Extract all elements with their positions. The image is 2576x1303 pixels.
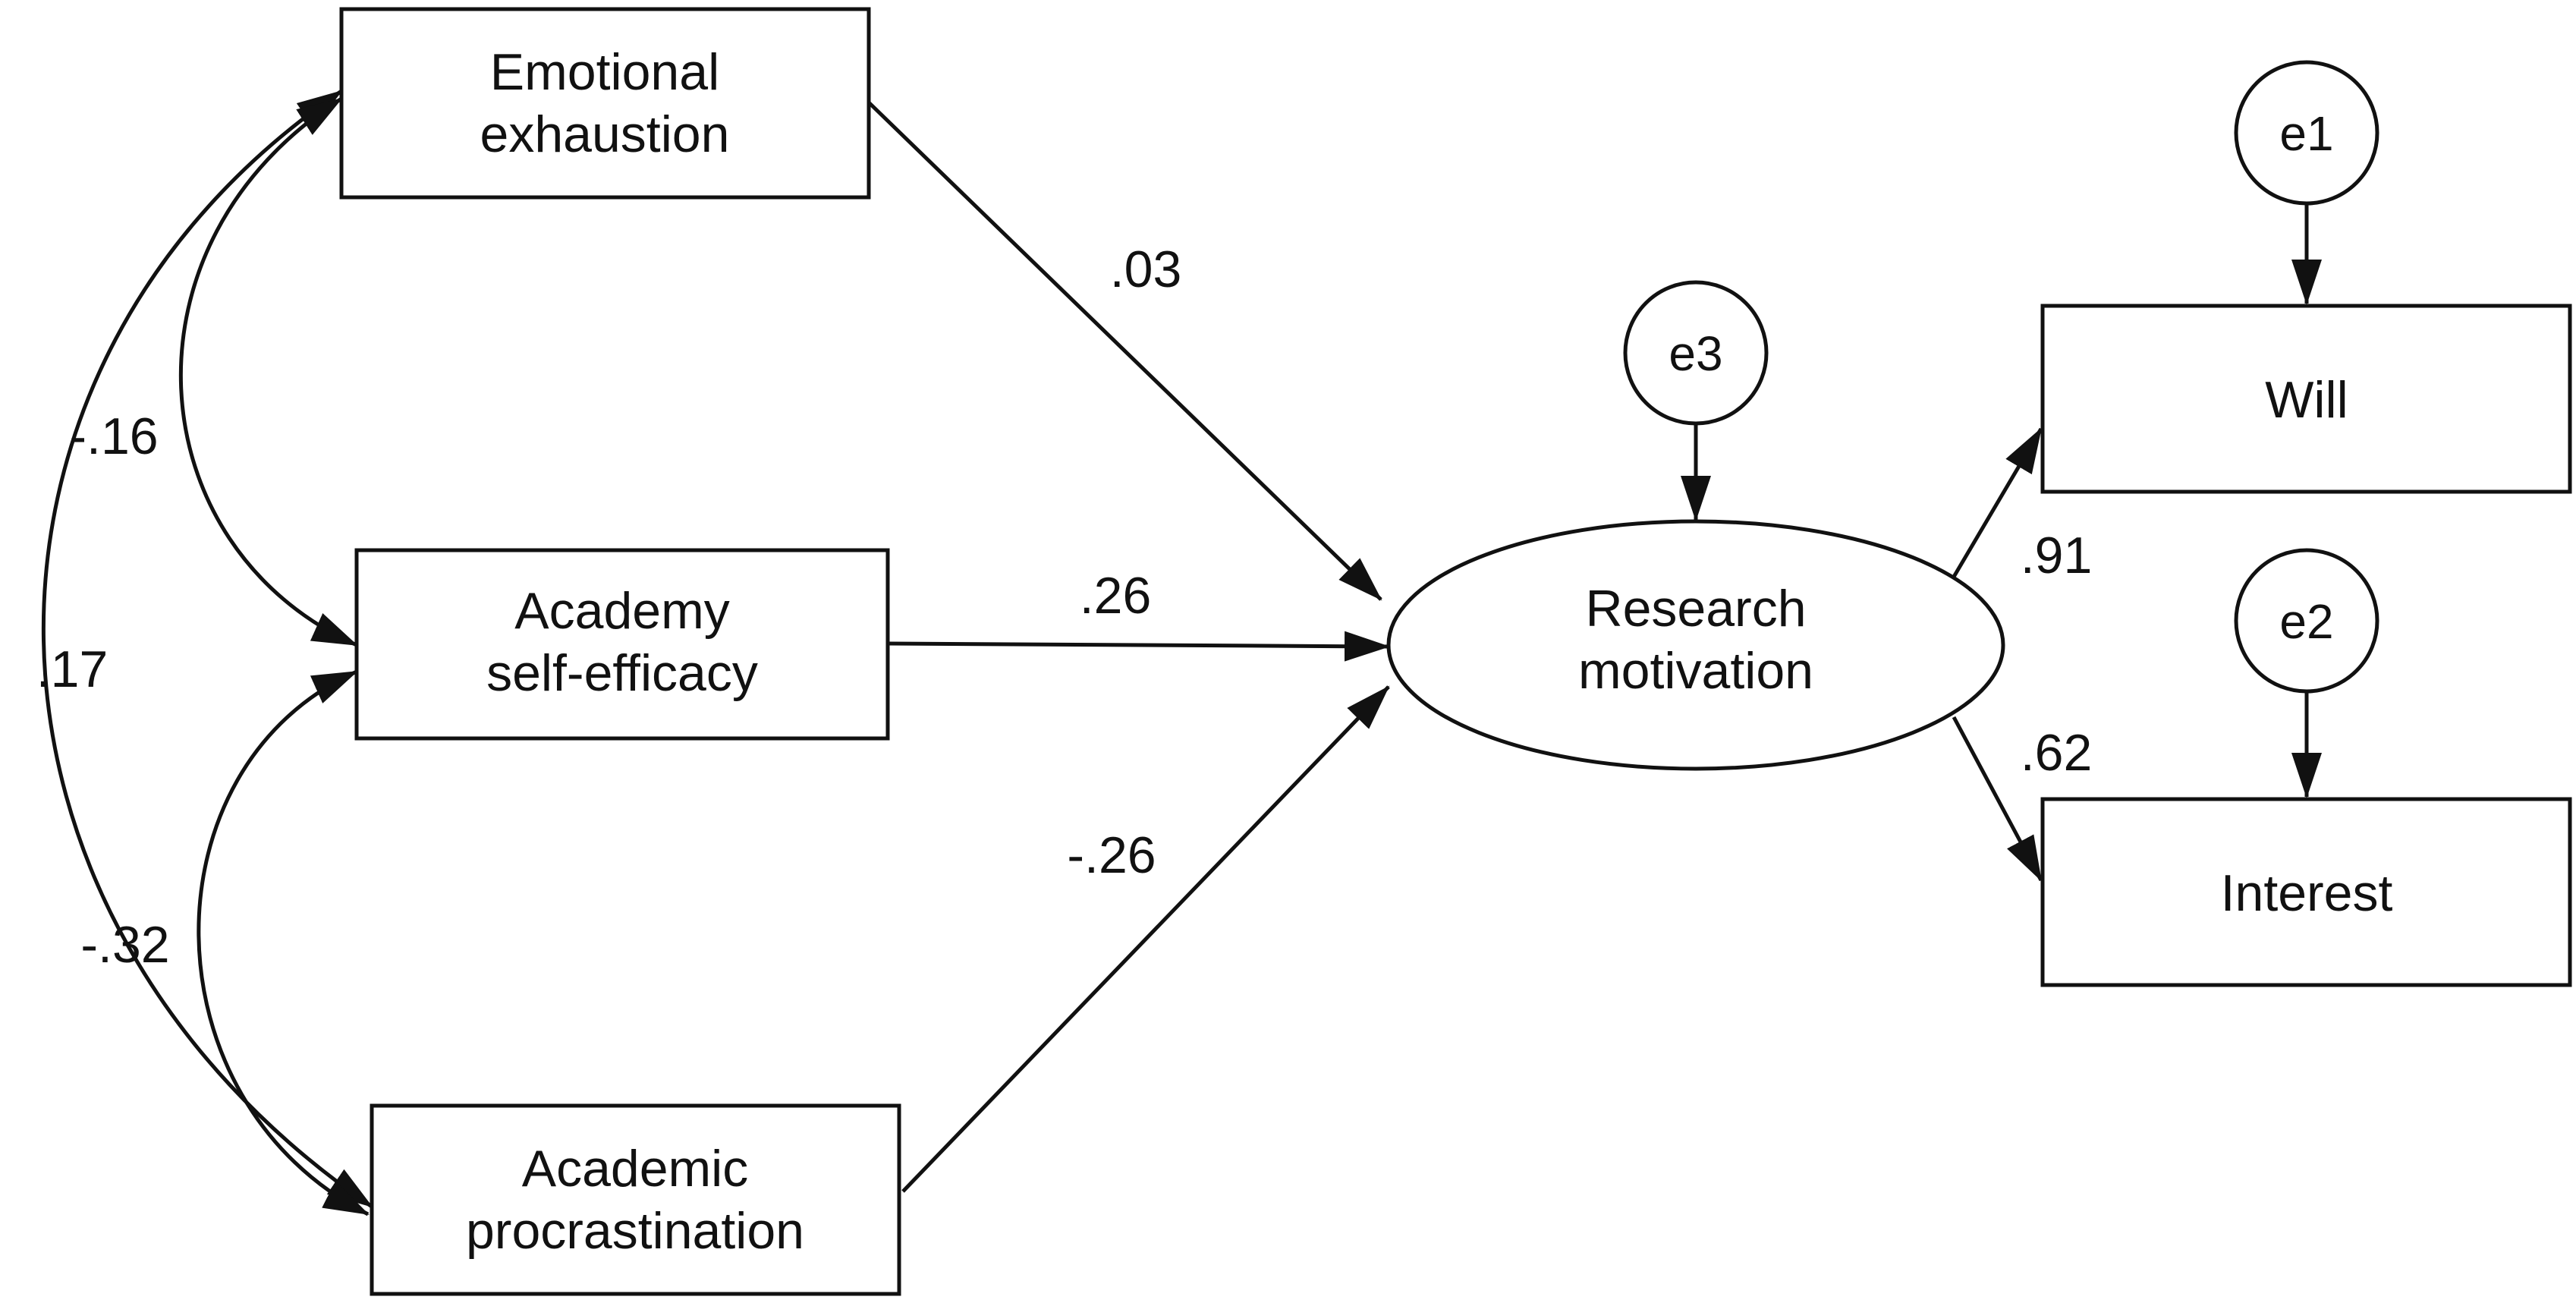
ellipse-research-motivation-label-line1: Research: [1585, 580, 1806, 637]
box-emotional-exhaustion-label-line2: exhaustion: [480, 105, 730, 163]
correlation-curve-exhaustion-self-efficacy: [178, 96, 358, 647]
error-circle-e1: e1: [2234, 60, 2379, 206]
coefficient-motivation-to-will: .91: [2021, 527, 2093, 584]
error-circle-e1-label: e1: [2279, 106, 2333, 161]
error-circle-e3-label: e3: [1669, 326, 1722, 381]
path-self-efficacy-to-motivation: [887, 631, 1390, 662]
box-emotional-exhaustion-label-line1: Emotional: [490, 43, 719, 101]
box-will: Will: [2040, 304, 2572, 494]
error-circle-e2: e2: [2234, 548, 2379, 694]
path-motivation-to-will: [1952, 427, 2043, 578]
coefficient-exhaustion-to-motivation: .03: [1110, 241, 1182, 298]
box-interest-label: Interest: [2221, 864, 2393, 922]
error-circle-e3: e3: [1623, 280, 1769, 426]
ellipse-research-motivation: Research motivation: [1386, 519, 2005, 771]
box-academy-self-efficacy: Academy self-efficacy: [354, 548, 890, 741]
path-motivation-to-interest: [1952, 716, 2043, 882]
box-academic-procrastination-label-line1: Academic: [522, 1140, 749, 1198]
correlation-curve-self-efficacy-procrastination: [197, 669, 370, 1216]
coefficient-motivation-to-interest: .62: [2021, 724, 2093, 782]
coefficient-self-efficacy-to-motivation: .26: [1080, 567, 1152, 625]
path-procrastination-to-motivation: [901, 685, 1390, 1193]
ellipse-research-motivation-label-line2: motivation: [1578, 642, 1813, 700]
correlation-label-self-efficacy-procrastination: -.32: [80, 916, 169, 974]
correlation-curve-exhaustion-procrastination: [42, 89, 373, 1209]
box-emotional-exhaustion: Emotional exhaustion: [339, 7, 871, 200]
coefficient-procrastination-to-motivation: -.26: [1067, 826, 1156, 884]
path-exhaustion-to-motivation: [867, 101, 1382, 601]
box-academic-procrastination-label-line2: procrastination: [466, 1202, 804, 1260]
correlation-label-exhaustion-procrastination: .17: [36, 640, 109, 698]
box-will-label: Will: [2265, 371, 2348, 429]
error-circle-e2-label: e2: [2279, 594, 2333, 649]
box-academy-self-efficacy-label-line2: self-efficacy: [486, 644, 758, 702]
box-academic-procrastination: Academic procrastination: [370, 1103, 901, 1296]
correlation-label-exhaustion-self-efficacy: -.16: [69, 408, 158, 465]
box-interest: Interest: [2040, 797, 2572, 987]
box-academy-self-efficacy-label-line1: Academy: [514, 582, 729, 640]
